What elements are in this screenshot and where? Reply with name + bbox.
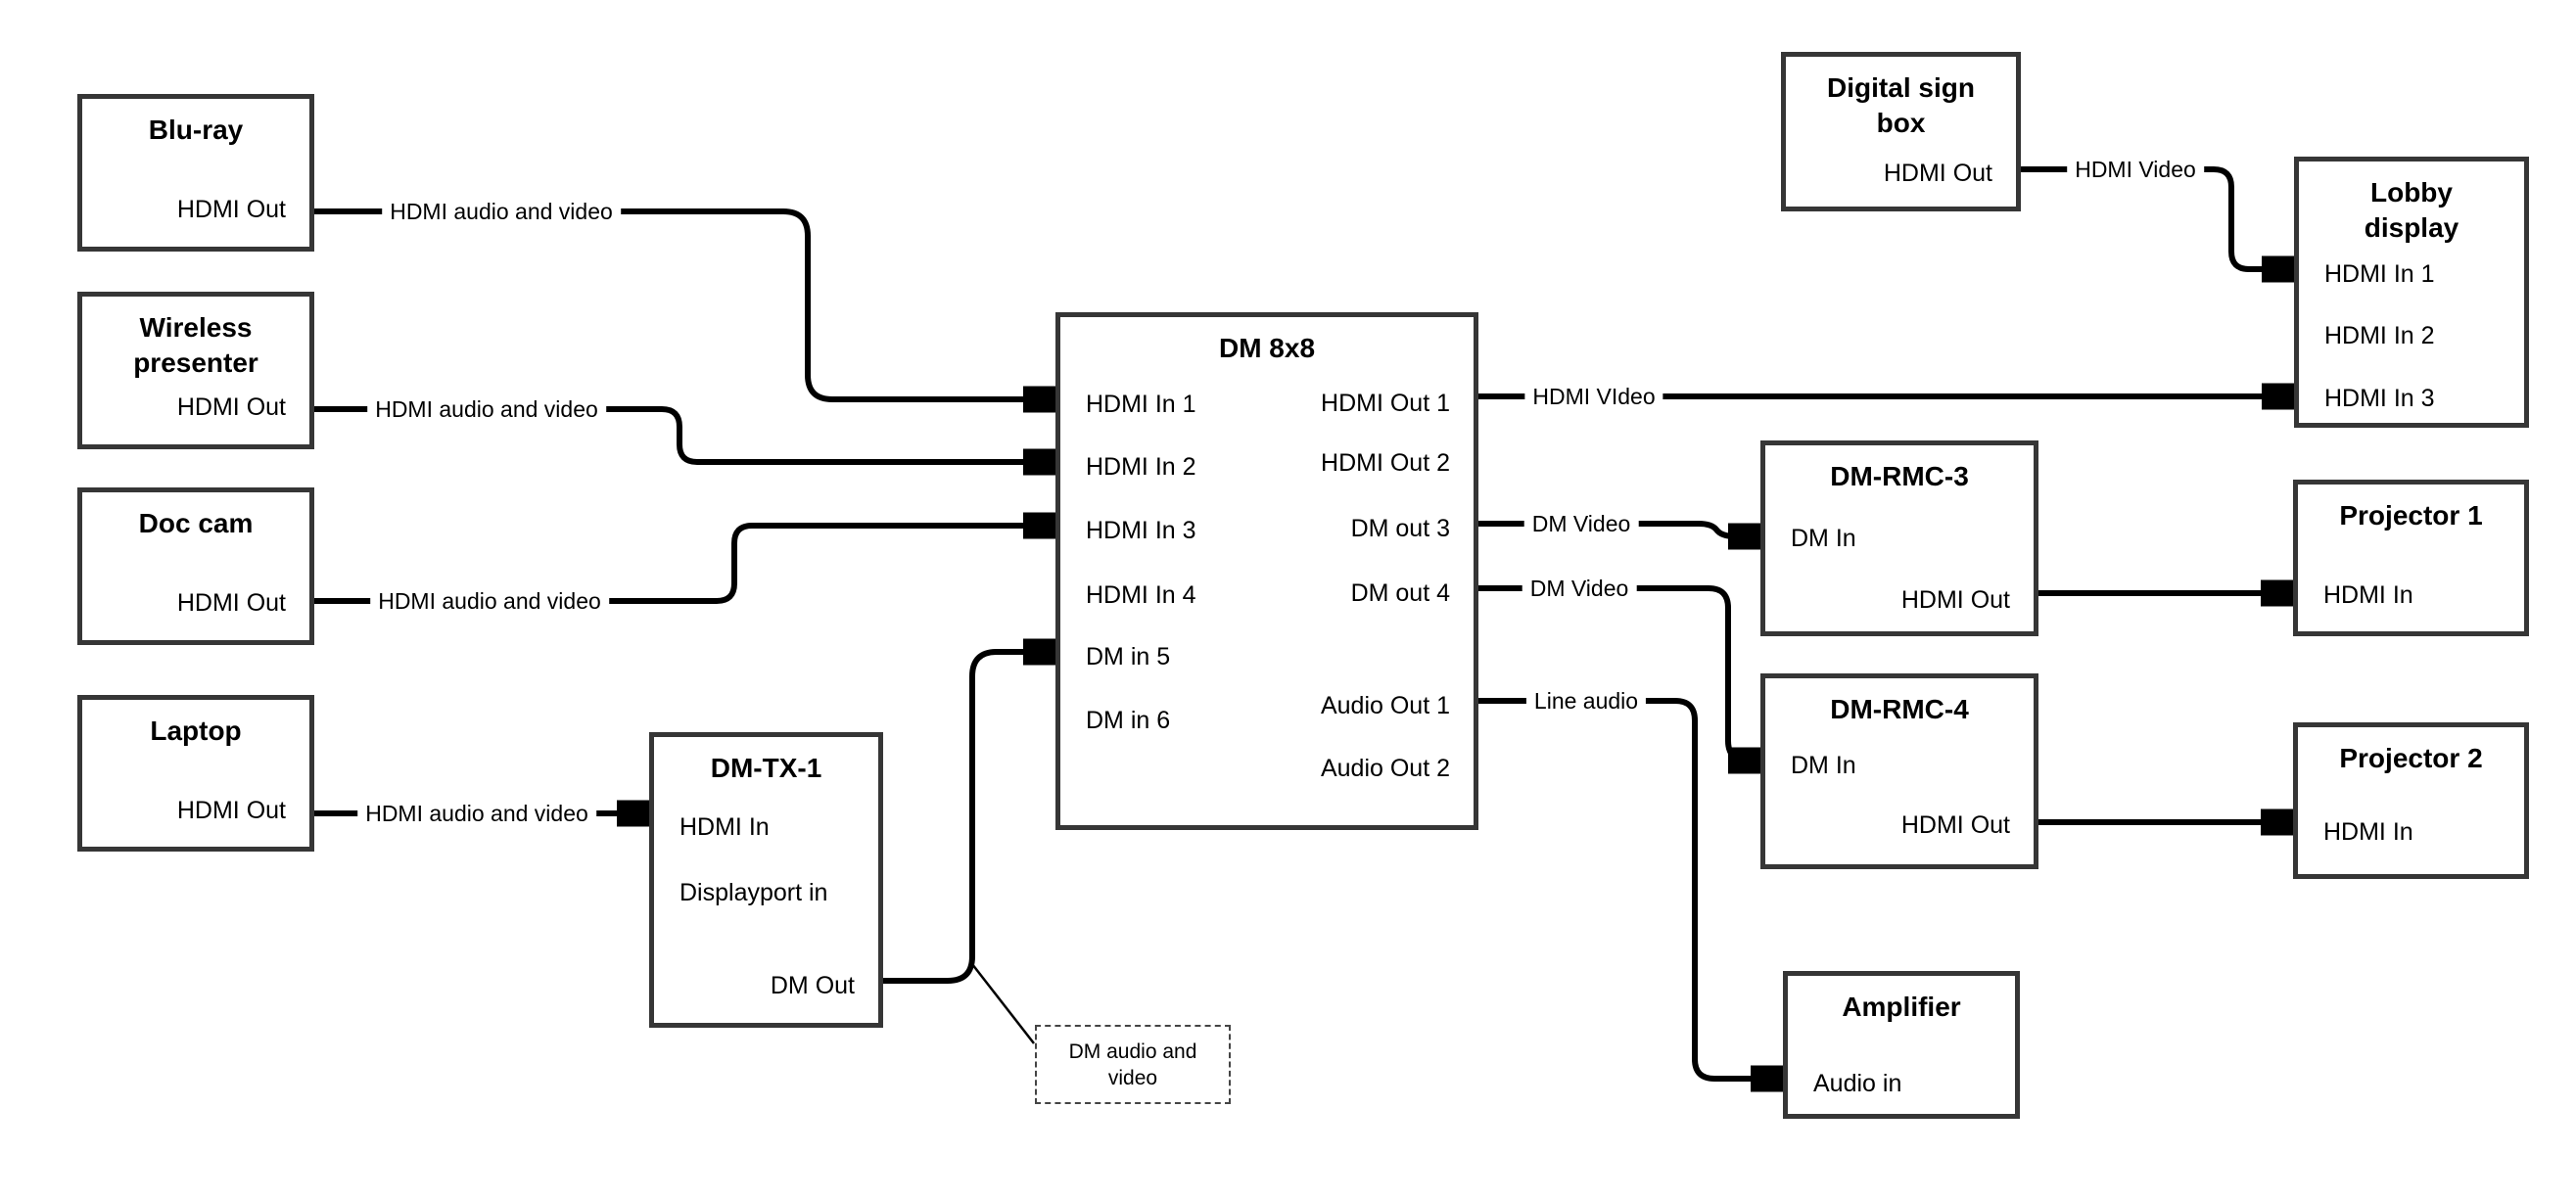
node-title: Blu-ray: [148, 115, 244, 145]
node-doc-cam: Doc cam HDMI Out: [77, 487, 314, 645]
node-title: DM-TX-1: [710, 753, 822, 783]
edge-bluray-to-dm8x8: [314, 208, 1050, 399]
port-hdmi-out-1: HDMI Out 1: [1321, 390, 1450, 417]
port-hdmi-out: HDMI Out: [1900, 586, 2010, 614]
node-title: Amplifier: [1842, 992, 1961, 1022]
port-audio-in: Audio in: [1813, 1070, 1902, 1097]
port-hdmi-in-2: HDMI In 2: [2324, 322, 2435, 349]
port-hdmi-in-4: HDMI In 4: [1086, 581, 1196, 609]
port-hdmi-out: HDMI Out: [176, 393, 286, 421]
port-hdmi-in-1: HDMI In 1: [1086, 391, 1196, 418]
port-dm-in-6: DM in 6: [1086, 707, 1171, 734]
node-dm-tx-1: DM-TX-1 HDMI In Displayport in DM Out: [649, 732, 883, 1028]
node-title: DM 8x8: [1218, 333, 1316, 363]
port-hdmi-out: HDMI Out: [176, 797, 286, 824]
node-digital-sign-box: Digital sign box HDMI Out: [1781, 52, 2021, 211]
edge-label-dm-video-out3: DM Video: [1523, 510, 1639, 537]
port-hdmi-in-2: HDMI In 2: [1086, 453, 1196, 481]
node-wireless-presenter: Wireless presenter HDMI Out: [77, 292, 314, 449]
note-callout-line: [971, 963, 1035, 1044]
port-hdmi-out-2: HDMI Out 2: [1321, 449, 1450, 477]
node-title: Doc cam: [138, 508, 254, 538]
edge-digitalsign-to-lobby: [2021, 166, 2288, 269]
node-title: Lobby display: [2364, 177, 2459, 243]
edge-label-hdmi-av-laptop: HDMI audio and video: [357, 800, 596, 827]
port-audio-out-1: Audio Out 1: [1320, 692, 1450, 719]
note-dm-audio-and-video: DM audio and video: [1035, 1025, 1231, 1104]
node-laptop: Laptop HDMI Out: [77, 695, 314, 852]
node-title: DM-RMC-3: [1830, 461, 1969, 491]
node-projector-2: Projector 2 HDMI In: [2293, 722, 2529, 879]
port-hdmi-in: HDMI In: [679, 813, 770, 841]
node-dm-rmc-3: DM-RMC-3 DM In HDMI Out: [1760, 440, 2038, 636]
node-dm-8x8: DM 8x8 HDMI In 1 HDMI In 2 HDMI In 3 HDM…: [1055, 312, 1478, 830]
node-title: Laptop: [150, 716, 242, 746]
port-hdmi-in: HDMI In: [2323, 581, 2413, 609]
edge-label-line-audio: Line audio: [1525, 687, 1647, 715]
port-hdmi-out: HDMI Out: [176, 589, 286, 617]
node-amplifier: Amplifier Audio in: [1783, 971, 2020, 1119]
edge-dmout4-to-rmc4: [1478, 585, 1755, 761]
node-title: Projector 1: [2339, 500, 2483, 531]
port-hdmi-in-3: HDMI In 3: [2324, 385, 2435, 412]
port-audio-out-2: Audio Out 2: [1320, 755, 1450, 782]
edge-dmtx1-to-dm8x8: [883, 652, 1050, 984]
node-title: Wireless presenter: [133, 312, 258, 378]
edge-label-hdmi-video: HDMI Video: [2067, 156, 2204, 183]
edge-label-hdmi-av-doccam: HDMI audio and video: [370, 587, 609, 615]
node-projector-1: Projector 1 HDMI In: [2293, 480, 2529, 636]
node-lobby-display: Lobby display HDMI In 1 HDMI In 2 HDMI I…: [2294, 157, 2529, 428]
port-dm-out-3: DM out 3: [1350, 515, 1450, 542]
node-dm-rmc-4: DM-RMC-4 DM In HDMI Out: [1760, 673, 2038, 869]
node-title: DM-RMC-4: [1830, 694, 1969, 724]
port-hdmi-in-3: HDMI In 3: [1086, 517, 1196, 544]
port-dm-in: DM In: [1791, 752, 1856, 779]
port-hdmi-in-1: HDMI In 1: [2324, 260, 2435, 288]
port-hdmi-out: HDMI Out: [1883, 160, 1992, 187]
port-hdmi-in: HDMI In: [2323, 818, 2413, 846]
note-text: DM audio and video: [1068, 1039, 1197, 1089]
port-hdmi-out: HDMI Out: [1900, 811, 2010, 839]
edge-label-hdmi-video-out1: HDMI VIdeo: [1524, 383, 1663, 410]
port-hdmi-out: HDMI Out: [176, 196, 286, 223]
port-dm-out: DM Out: [770, 972, 855, 999]
edge-label-dm-video-out4: DM Video: [1522, 575, 1637, 602]
edge-label-hdmi-av-wireless: HDMI audio and video: [367, 395, 606, 423]
node-blu-ray: Blu-ray HDMI Out: [77, 94, 314, 252]
port-displayport-in: Displayport in: [679, 879, 828, 906]
edge-audioout1-to-amplifier: [1478, 698, 1777, 1079]
node-title: Projector 2: [2339, 743, 2483, 773]
port-dm-in-5: DM in 5: [1086, 643, 1171, 670]
port-dm-in: DM In: [1791, 525, 1856, 552]
node-title: Digital sign box: [1827, 72, 1975, 138]
port-dm-out-4: DM out 4: [1350, 579, 1450, 607]
edge-label-hdmi-av-bluray: HDMI audio and video: [382, 198, 621, 225]
